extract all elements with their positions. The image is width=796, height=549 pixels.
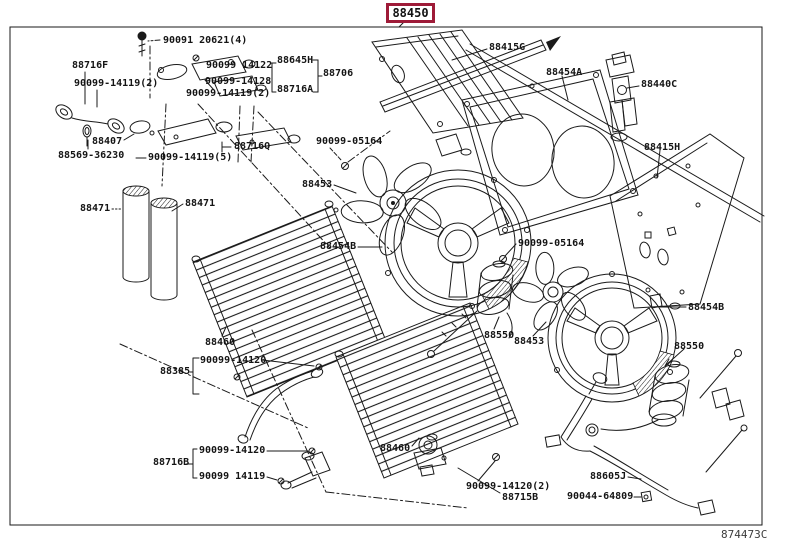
part-label: 88440C bbox=[641, 79, 678, 90]
drawing-code: 874473C bbox=[721, 528, 768, 541]
diagram-frame bbox=[9, 26, 763, 526]
valve-88715b bbox=[413, 433, 447, 477]
condenser-core-2 bbox=[334, 302, 519, 479]
part-label: 90099-14119(5) bbox=[148, 152, 233, 163]
bolt-90091 bbox=[137, 31, 147, 57]
leader-lines bbox=[84, 39, 687, 498]
part-label: 88415H bbox=[644, 142, 681, 153]
part-label: 88716B bbox=[153, 457, 190, 468]
part-label: 88454B bbox=[320, 241, 357, 252]
side-plate-88415h bbox=[609, 133, 745, 310]
grommet-88569 bbox=[82, 124, 92, 147]
part-label: 90099 14122 bbox=[206, 60, 273, 71]
part-label: 90099-05164 bbox=[518, 238, 585, 249]
part-label: 88716Q bbox=[234, 141, 271, 152]
fan-shroud-88454a bbox=[461, 69, 639, 236]
part-label: 88453 bbox=[302, 179, 333, 190]
fan-motor-2 bbox=[600, 349, 742, 431]
upper-bracket-assembly bbox=[156, 55, 267, 97]
part-label: 90091 20621(4) bbox=[163, 35, 248, 46]
lower-bracket-assembly bbox=[129, 118, 301, 151]
part-label: 88454B bbox=[688, 302, 725, 313]
part-label: 90099-14120 bbox=[199, 445, 266, 456]
fan-shroud-ring-2 bbox=[547, 271, 677, 403]
part-label: 88716A bbox=[277, 84, 314, 95]
part-label: 90099-14119(2) bbox=[186, 88, 271, 99]
part-label: 88550 bbox=[484, 330, 515, 341]
phantom-lines bbox=[119, 45, 469, 509]
part-label: 88715B bbox=[502, 492, 539, 503]
part-label: 88706 bbox=[323, 68, 354, 79]
drier-cylinder-left bbox=[122, 185, 150, 283]
clamp-88716f bbox=[55, 104, 125, 134]
highlighted-part-tag[interactable]: 88450 bbox=[386, 3, 435, 23]
part-label: 88645H bbox=[277, 55, 314, 66]
part-label: 88407 bbox=[92, 136, 123, 147]
part-label: 88454A bbox=[546, 67, 583, 78]
part-label: 90099-14128 bbox=[205, 76, 272, 87]
bracket-88440c bbox=[605, 51, 638, 142]
part-label: 88415G bbox=[489, 42, 526, 53]
part-label: 88471 bbox=[185, 198, 216, 209]
wire-harness-88605j bbox=[544, 372, 716, 516]
part-label: 88471 bbox=[80, 203, 111, 214]
part-label: 88605J bbox=[590, 471, 627, 482]
part-label: 88569-36230 bbox=[58, 150, 125, 161]
part-label: 88385 bbox=[160, 366, 191, 377]
connector-parts-right bbox=[705, 387, 748, 473]
part-label: 88460 bbox=[380, 443, 411, 454]
part-label: 88460 bbox=[205, 337, 236, 348]
part-label: 90099-14119(2) bbox=[74, 78, 159, 89]
pipe-88716b bbox=[280, 451, 331, 490]
fan-shroud-ring-1 bbox=[384, 169, 532, 317]
upper-panel-88450 bbox=[371, 29, 524, 157]
upper-support-bar bbox=[465, 43, 765, 223]
drier-cylinder-right bbox=[150, 197, 178, 301]
part-label: 90044-64809 bbox=[567, 491, 634, 502]
part-label: 90099 14119 bbox=[199, 471, 266, 482]
support-bar-88415g bbox=[379, 36, 561, 113]
part-label: 90099-14120(2) bbox=[466, 481, 551, 492]
part-label: 88453 bbox=[514, 336, 545, 347]
clip-bolts bbox=[192, 54, 507, 485]
part-label: 88716F bbox=[72, 60, 109, 71]
pipe-lower-left bbox=[237, 368, 324, 444]
fan-1 bbox=[340, 155, 442, 256]
part-label: 90099-14120 bbox=[200, 355, 267, 366]
part-label: 88550 bbox=[674, 341, 705, 352]
part-label: 90099-05164 bbox=[316, 136, 383, 147]
fan-motor-1 bbox=[427, 260, 514, 358]
